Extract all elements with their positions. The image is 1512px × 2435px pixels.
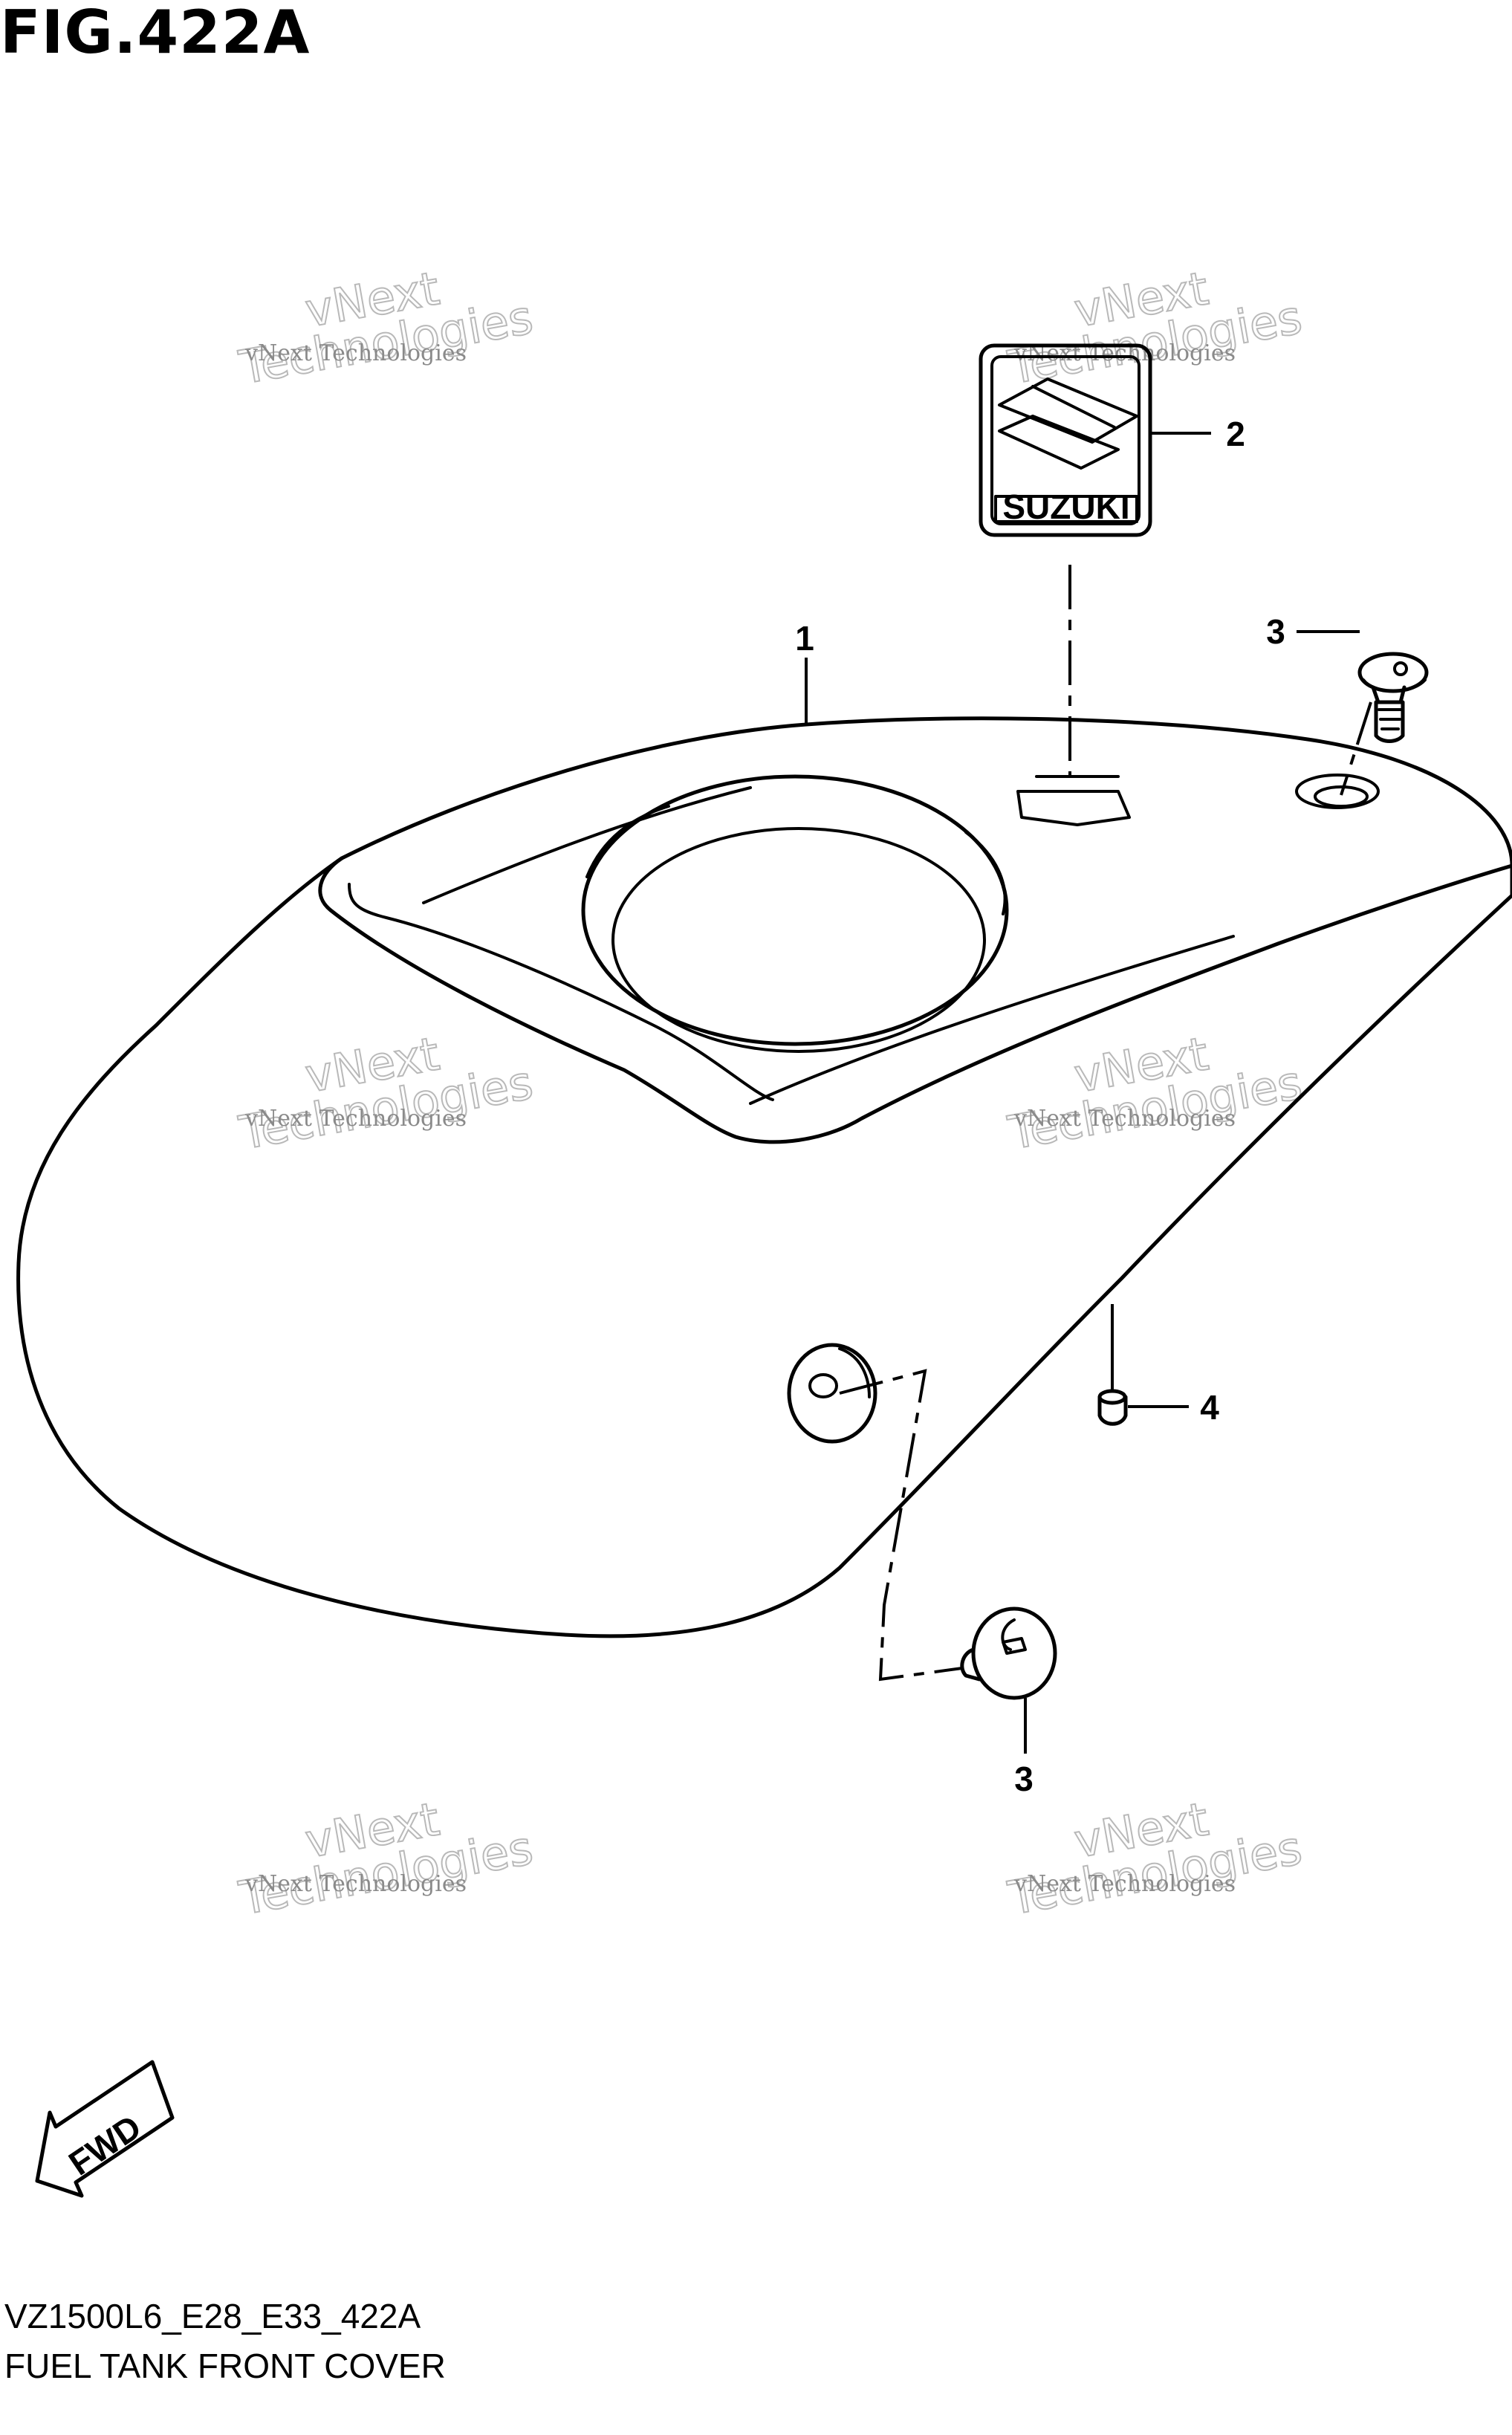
svg-text:vNext Technologies: vNext Technologies — [244, 1106, 467, 1132]
svg-text:vNext Technologies: vNext Technologies — [244, 340, 467, 366]
watermark-bottom-left: Technologies vNext vNext Technologies — [234, 1791, 537, 1926]
screw-bottom — [960, 1606, 1057, 1700]
emblem-brand-text: SUZUKI — [1002, 487, 1129, 526]
figure-title: FIG.422A — [0, 0, 311, 67]
fuel-tank-front-cover — [16, 716, 1512, 1638]
callout-1: 1 — [795, 619, 814, 658]
fwd-label: FWD — [62, 2107, 148, 2183]
svg-text:vNext Technologies: vNext Technologies — [244, 1871, 467, 1897]
forward-direction-arrow: FWD — [35, 2060, 175, 2198]
watermark-bottom-right: Technologies vNext vNext Technologies — [1003, 1791, 1306, 1926]
callout-3-bottom: 3 — [1014, 1760, 1034, 1798]
leader-lines — [805, 432, 1372, 1754]
screw-top — [1357, 652, 1429, 743]
drawing-caption: FUEL TANK FRONT COVER — [4, 2347, 446, 2385]
callout-3-top: 3 — [1266, 612, 1285, 651]
watermark-top-left: Technologies vNext vNext Technologies — [234, 260, 537, 395]
watermark-mid-left: Technologies vNext vNext Technologies — [234, 1025, 537, 1161]
drawing-code: VZ1500L6_E28_E33_422A — [4, 2297, 421, 2335]
grommet-nut — [1097, 1389, 1128, 1426]
suzuki-emblem: SUZUKI — [979, 343, 1152, 537]
svg-text:vNext Technologies: vNext Technologies — [1013, 1106, 1236, 1132]
svg-text:vNext Technologies: vNext Technologies — [1013, 1871, 1236, 1897]
callout-2: 2 — [1226, 415, 1245, 453]
callout-4: 4 — [1200, 1388, 1219, 1427]
